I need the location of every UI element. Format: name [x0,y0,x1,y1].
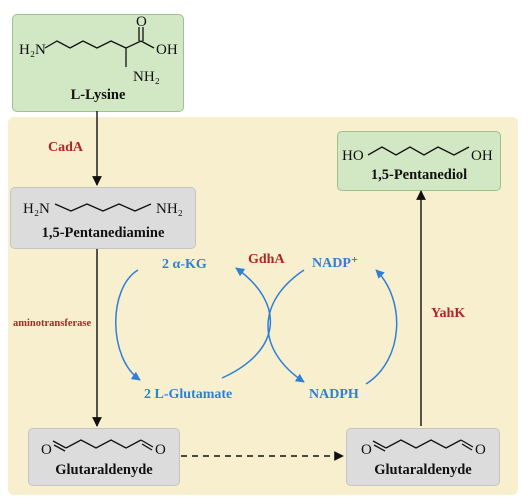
lysine-label: L-Lysine [70,87,126,103]
pentanediamine-h2n: H₂N [23,201,50,217]
pentanediol-ho: HO [342,148,364,164]
pentanediamine-nh2: NH₂ [156,201,183,217]
glutaraldehyde-left-label: Glutaraldenyde [55,462,153,478]
cofactor-nadph: NADPH [309,387,359,402]
lysine-h2n: H₂N [19,42,46,58]
glutaraldehyde-right-structure: O O [361,439,486,458]
lysine-oh: OH [156,42,178,58]
glutaraldehyde-left-o2: O [155,442,166,458]
pentanediamine-label: 1,5-Pentanediamine [41,225,165,241]
arrow-akg-to-glutamate [115,269,141,381]
glutaraldehyde-right-o2: O [475,442,486,458]
enzyme-gdha: GdhA [248,252,285,267]
pentanediamine-structure: H₂N NH₂ [23,201,183,217]
enzyme-cada: CadA [48,140,84,155]
arrow-glutamate-to-akg [221,267,271,379]
glutaraldehyde-right-box: O O Glutaraldenyde [346,428,500,486]
enzyme-yahk: YahK [431,306,466,321]
glutaraldehyde-right-o1: O [361,442,372,458]
lysine-nh2: NH₂ [133,69,160,85]
glutaraldehyde-right-label: Glutaraldenyde [374,462,472,478]
lysine-o: O [136,14,147,30]
glutaraldehyde-left-box: O O Glutaraldenyde [28,428,180,486]
lysine-structure: H₂N O OH NH₂ [19,14,178,85]
lysine-box: H₂N O OH NH₂ L-Lysine [12,14,184,112]
pentanediol-label: 1,5-Pentanediol [370,167,468,183]
arrow-nadp-to-nadph [267,269,305,383]
cofactor-akg: 2 α-KG [162,257,207,272]
cofactor-nadp-plus: NADP⁺ [312,256,359,271]
arrow-nadph-to-nadp [365,269,398,385]
pentanediol-structure: HO OH [342,146,493,164]
glutaraldehyde-left-o1: O [41,442,52,458]
cofactor-glutamate: 2 L-Glutamate [144,387,233,402]
glutaraldehyde-left-structure: O O [41,439,166,458]
pentanediol-box: HO OH 1,5-Pentanediol [337,131,501,191]
enzyme-aminotransferase: aminotransferase [13,318,92,329]
pentanediamine-box: H₂N NH₂ 1,5-Pentanediamine [10,187,196,249]
pentanediol-oh: OH [471,148,493,164]
